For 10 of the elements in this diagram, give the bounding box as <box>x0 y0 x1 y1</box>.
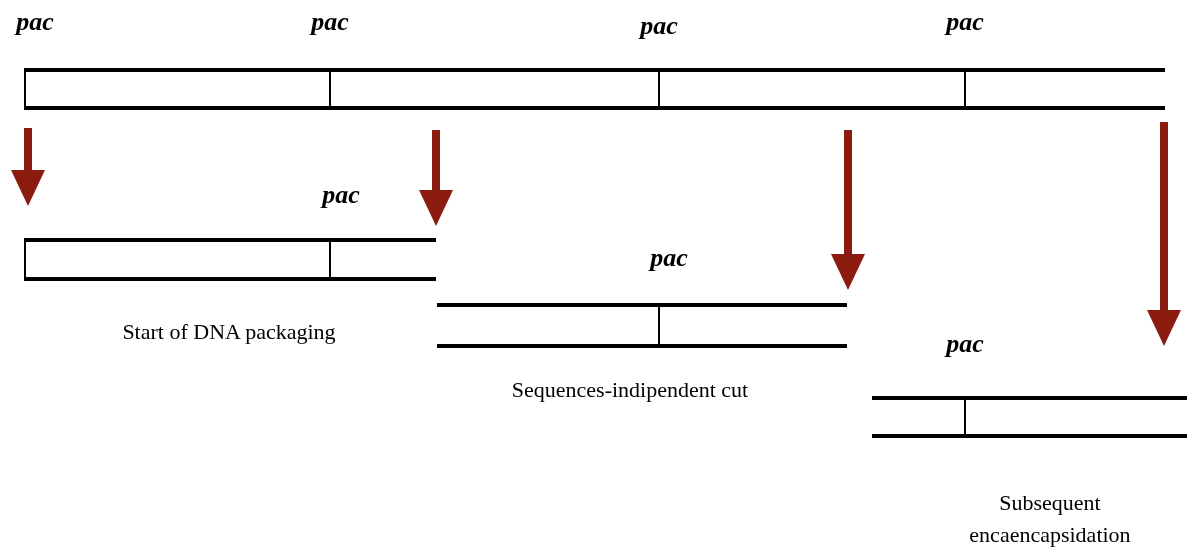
step-caption: Subsequent encaencapsidation <box>968 489 1132 549</box>
site-label: pac <box>319 179 361 211</box>
site-label: pac <box>637 10 679 42</box>
step-caption: Start of DNA packaging <box>121 318 337 346</box>
site-label: pac <box>943 328 985 360</box>
site-label: pac <box>308 6 350 38</box>
site-label: pac <box>13 6 55 38</box>
site-label: pac <box>647 242 689 274</box>
site-label: pac <box>943 6 985 38</box>
step-caption: Sequences-indipendent cut <box>510 376 750 404</box>
